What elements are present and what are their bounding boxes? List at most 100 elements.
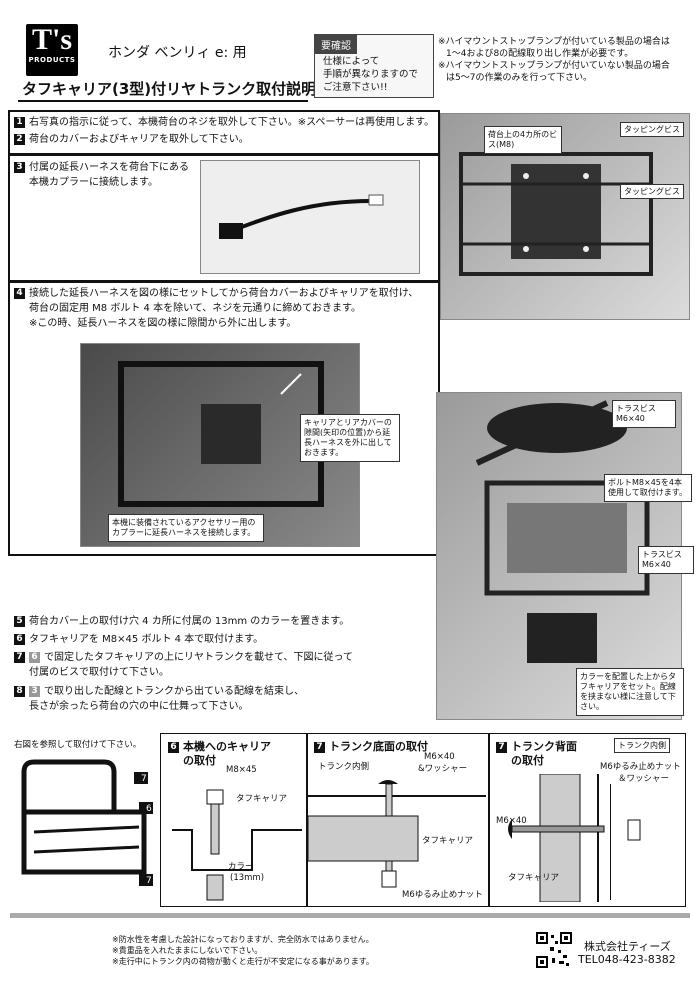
qr-code-icon <box>536 932 572 968</box>
diagram-7b-box <box>488 733 686 907</box>
step-text: 荷台の固定用 M8 ボルト 4 本を除いて、ネジを元通りに締めておきます。 <box>29 303 361 314</box>
callout-accessory-coupler: 本機に装備されているアクセサリー用のカプラーに延長ハーネスを接続します。 <box>108 514 264 542</box>
notice-heading: 要確認 <box>315 35 357 54</box>
note-line: ※ハイマウントストップランプが付いていない製品の場合 <box>438 61 670 71</box>
step-3: 3 付属の延長ハーネスを荷台下にある 本機カプラーに接続します。 <box>14 160 189 190</box>
step-2: 2 荷台のカバーおよびキャリアを取外して下さい。 <box>14 132 249 147</box>
step-number: 5 <box>14 616 25 627</box>
carrier-label: タフキャリア <box>508 873 560 883</box>
step-6: 6 タフキャリアを M8×45 ボルト 4 本で取付けます。 <box>14 632 263 647</box>
photo-harness <box>200 160 420 274</box>
steps-1-2-box <box>8 110 440 156</box>
step-text: 接続した延長ハーネスを図の様にセットしてから荷台カバーおよびキャリアを取付け、 <box>29 288 419 299</box>
step-text: ※この時、延長ハーネスを図の様に隙間から外に出します。 <box>29 318 297 329</box>
step-number: 6 <box>14 634 25 645</box>
rack-illustration <box>459 152 653 276</box>
carrier-illustration <box>475 400 650 663</box>
diagram-title-text: トランク底面の取付 <box>329 740 428 753</box>
step-text: で取り出した配線とトランクから出ている配線を結束し、 <box>44 686 304 697</box>
bolt-size-label: M8×45 <box>226 765 257 775</box>
step-3-box <box>8 153 440 283</box>
routing-illustration <box>118 361 324 507</box>
notice-body: 仕様によって 手順が異なりますので ご注意下さい!! <box>323 55 418 94</box>
footer-divider <box>10 913 690 918</box>
trunk-inside-label: トランク内側 <box>614 738 670 753</box>
step-text: 荷台カバー上の取付け穴 4 カ所に付属の 13mm のカラーを置きます。 <box>29 616 350 627</box>
notice-box: 要確認 仕様によって 手順が異なりますので ご注意下さい!! <box>314 34 434 98</box>
step-text: 付属のビスで取付けて下さい。 <box>29 667 169 678</box>
model-name: ホンダ ベンリィ e: 用 <box>108 45 247 61</box>
note-line: は5～7の作業のみを行って下さい。 <box>446 73 593 83</box>
step-number: 8 <box>14 686 25 697</box>
diagram-caption: 右図を参照して取付けて下さい。 <box>14 740 142 750</box>
washer-label: &ワッシャー <box>418 764 468 774</box>
callout-truss-screw-1: トラスビス M6×40 <box>612 400 676 428</box>
company-phone: TEL048-423-8382 <box>578 953 676 966</box>
step-text: 長さが余ったら荷台の穴の中に仕舞って下さい。 <box>29 701 249 712</box>
screw-size-label: M6×40 <box>496 816 527 826</box>
collar-size-label: (13mm) <box>230 873 265 883</box>
company-name: 株式会社ティーズ <box>584 940 671 953</box>
footer-note: ※貴重品を入れたままにしないで下さい。 <box>112 946 263 955</box>
step-1: 1 右写真の指示に従って、本機荷台のネジを取外して下さい。※スペーサーは再使用しま… <box>14 115 434 130</box>
carrier-label: タフキャリア <box>236 794 288 804</box>
callout-m8-bolt: ボルトM8×45を4本使用して取付けます。 <box>604 474 692 502</box>
diagram-7b-illustration <box>508 774 641 902</box>
step-5: 5 荷台カバー上の取付け穴 4 カ所に付属の 13mm のカラーを置きます。 <box>14 614 349 629</box>
footer-note: ※防水性を考慮した設計になっておりますが、完全防水ではありません。 <box>112 935 374 944</box>
brand-logo: T's PRODUCTS <box>26 24 78 76</box>
lock-nut-label: M6ゆるみ止めナット <box>600 762 681 772</box>
screw-size-label: M6×40 <box>424 752 455 762</box>
title-underline <box>18 100 308 102</box>
notice-line: ご注意下さい!! <box>323 82 388 93</box>
note-line: 1～4および8の配線取り出し作業が必要です。 <box>446 49 634 59</box>
diagram-title-text: の取付 <box>183 754 216 767</box>
callout-truss-screw-2: トラスビス M6×40 <box>638 546 694 574</box>
step-number: 1 <box>14 117 25 128</box>
photo-carrier-mounted <box>436 392 682 720</box>
step-number: 3 <box>14 162 25 173</box>
step-number: 7 <box>14 652 25 663</box>
callout-collar-note: カラーを配置した上からタフキャリアをセット。配線を挟まない様に注意して下さい。 <box>576 668 684 716</box>
logo-mark: T's <box>31 23 73 56</box>
step-text: 付属の延長ハーネスを荷台下にある <box>29 162 189 173</box>
diagram-6-illustration <box>172 789 302 901</box>
collar-label: カラー <box>228 862 254 872</box>
diagram-7a-illustration <box>308 780 486 888</box>
carrier-frame-diagram: 7 6 7 <box>21 759 153 886</box>
footer-note: ※走行中にトランク内の荷物が動くと走行が不安定になる事があります。 <box>112 957 374 966</box>
trunk-inside-label: トランク内側 <box>318 762 370 772</box>
logo-subtext: PRODUCTS <box>28 56 76 64</box>
step-text: 荷台のカバーおよびキャリアを取外して下さい。 <box>29 134 249 145</box>
step-text: で固定したタフキャリアの上にリヤトランクを載せて、下図に従って <box>44 652 353 663</box>
notice-line: 仕様によって <box>323 56 380 67</box>
lock-nut-label: M6ゆるみ止めナット <box>402 890 483 900</box>
step-4: 4 接続した延長ハーネスを図の様にセットしてから荷台カバーおよびキャリアを取付け、… <box>14 286 432 331</box>
callout-m8-screws: 荷台上の4カ所のビス(M8) <box>484 126 562 154</box>
callout-tapping-screw-2: タッピングビス <box>620 184 684 199</box>
step-reference: 3 <box>29 686 40 697</box>
page-title: タフキャリア(3型)付リヤトランク取付説明書 <box>22 80 332 98</box>
diagram-7a-box <box>306 733 490 907</box>
diagram-title-text: トランク背面 <box>511 740 577 753</box>
step-text: 右写真の指示に従って、本機荷台のネジを取外して下さい。※スペーサーは再使用します… <box>29 117 435 128</box>
footer-notes: ※防水性を考慮した設計になっておりますが、完全防水ではありません。 ※貴重品を入… <box>112 934 374 967</box>
diagram-title-text: 本機へのキャリア <box>183 740 271 753</box>
note-line: ※ハイマウントストップランプが付いている製品の場合は <box>438 37 670 47</box>
washer-label: ＆ワッシャー <box>618 774 670 784</box>
step-number: 4 <box>14 288 25 299</box>
notice-line: 手順が異なりますので <box>323 69 419 80</box>
harness-illustration <box>219 194 384 239</box>
frame-marker: 6 <box>146 804 152 814</box>
diagram-title-text: の取付 <box>511 754 544 767</box>
spec-notes: ※ハイマウントストップランプが付いている製品の場合は 1～4および8の配線取り出… <box>438 36 694 84</box>
step-text: 本機カプラーに接続します。 <box>29 177 158 188</box>
step-number: 2 <box>14 134 25 145</box>
step-text: タフキャリアを M8×45 ボルト 4 本で取付けます。 <box>29 634 264 645</box>
callout-harness-gap: キャリアとリアカバーの隙間(矢印の位置)から延長ハーネスを外に出しておきます。 <box>300 414 400 462</box>
